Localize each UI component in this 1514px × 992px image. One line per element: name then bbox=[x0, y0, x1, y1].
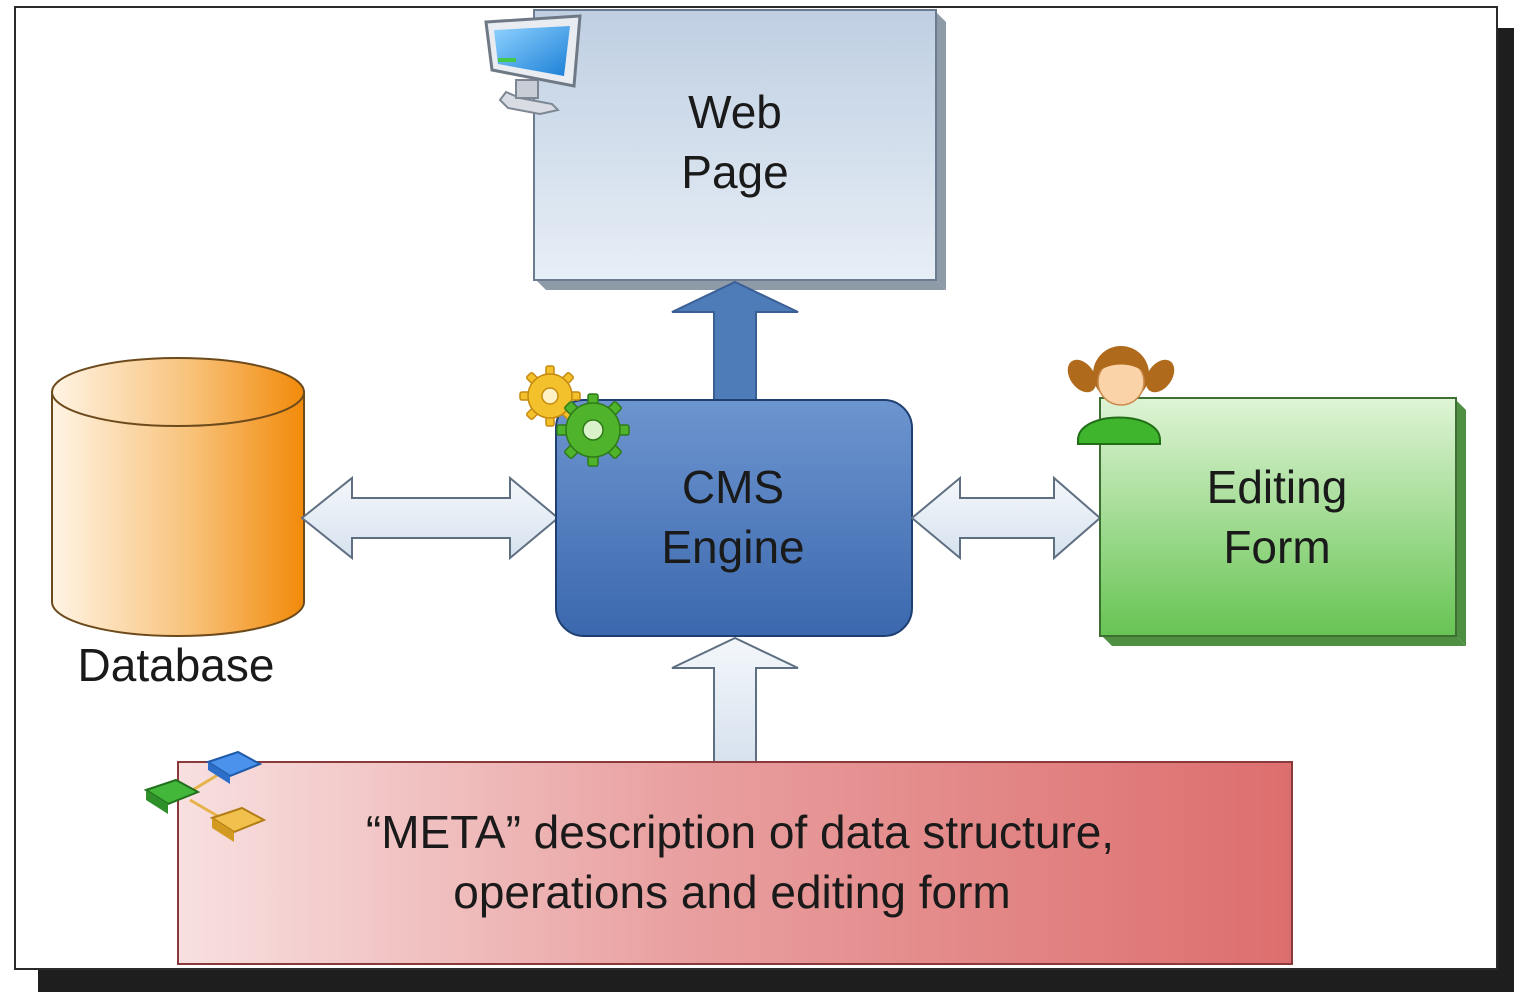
gears-icon bbox=[519, 365, 630, 467]
web-page-label-line2: Page bbox=[681, 146, 788, 198]
meta-label-line1: “META” description of data structure, bbox=[366, 806, 1114, 858]
cms-engine-label-line1: CMS bbox=[682, 461, 784, 513]
database-label: Database bbox=[78, 639, 275, 691]
meta-description-node: “META” description of data structure, op… bbox=[177, 761, 1293, 965]
monitor-icon bbox=[484, 14, 582, 116]
user-icon bbox=[1067, 346, 1175, 445]
arrow-database-cms bbox=[300, 475, 560, 561]
meta-label-line2: operations and editing form bbox=[453, 866, 1010, 918]
arrow-cms-editing-form bbox=[910, 475, 1102, 561]
cms-engine-label-line2: Engine bbox=[661, 521, 804, 573]
web-page-label-line1: Web bbox=[688, 86, 782, 138]
arrow-meta-to-cms bbox=[671, 636, 799, 763]
web-page-node: Web Page bbox=[533, 9, 946, 290]
editing-form-label-line1: Editing bbox=[1207, 461, 1348, 513]
network-nodes-icon bbox=[143, 750, 267, 842]
arrow-cms-to-webpage bbox=[671, 280, 799, 401]
database-node: Database bbox=[51, 357, 305, 691]
editing-form-label-line2: Form bbox=[1223, 521, 1330, 573]
cms-engine-node: CMS Engine bbox=[555, 399, 913, 637]
